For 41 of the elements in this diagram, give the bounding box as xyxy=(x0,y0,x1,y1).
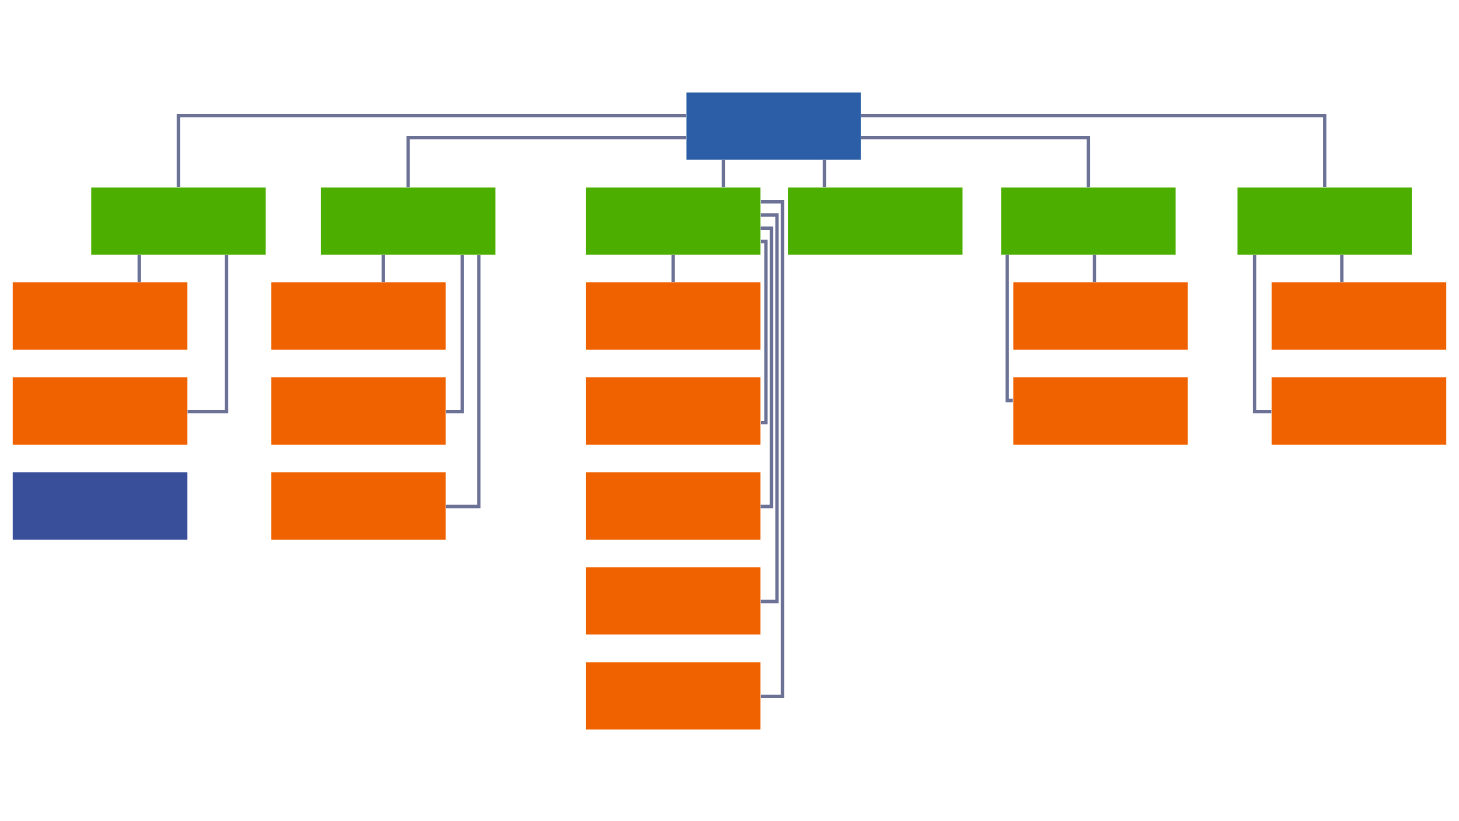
connector xyxy=(760,212,779,603)
node-box xyxy=(585,661,761,730)
node-box xyxy=(271,471,446,540)
connector xyxy=(861,113,1327,187)
node-box xyxy=(271,376,446,445)
connector xyxy=(381,254,385,282)
node-box xyxy=(1001,186,1176,255)
node-box xyxy=(271,281,446,350)
node-box xyxy=(585,281,761,350)
connector xyxy=(1005,254,1013,402)
connector xyxy=(671,254,675,282)
connector xyxy=(176,113,687,187)
connector xyxy=(137,254,141,282)
connector xyxy=(445,254,481,508)
connector xyxy=(822,159,827,187)
connector xyxy=(1252,254,1272,413)
node-box xyxy=(788,186,963,255)
node-box xyxy=(1013,376,1188,445)
connector xyxy=(406,135,687,187)
node-box xyxy=(585,376,761,445)
node-box xyxy=(1271,376,1447,445)
node-box xyxy=(320,186,496,255)
node-box xyxy=(12,471,188,540)
node-box xyxy=(1013,281,1188,350)
connector xyxy=(760,239,768,424)
connector xyxy=(1340,254,1344,282)
node-box xyxy=(585,566,761,635)
connector xyxy=(1092,254,1097,282)
node-box xyxy=(585,186,761,255)
node-box xyxy=(12,281,188,350)
node-box xyxy=(1237,186,1412,255)
node-box xyxy=(1271,281,1447,350)
node-box xyxy=(686,91,861,160)
node-box xyxy=(91,186,266,255)
connector xyxy=(760,226,774,508)
node-box xyxy=(585,471,761,540)
node-box xyxy=(12,376,188,445)
connector xyxy=(721,159,726,187)
connector xyxy=(187,254,229,413)
connector xyxy=(446,254,464,413)
connector xyxy=(860,135,1091,187)
